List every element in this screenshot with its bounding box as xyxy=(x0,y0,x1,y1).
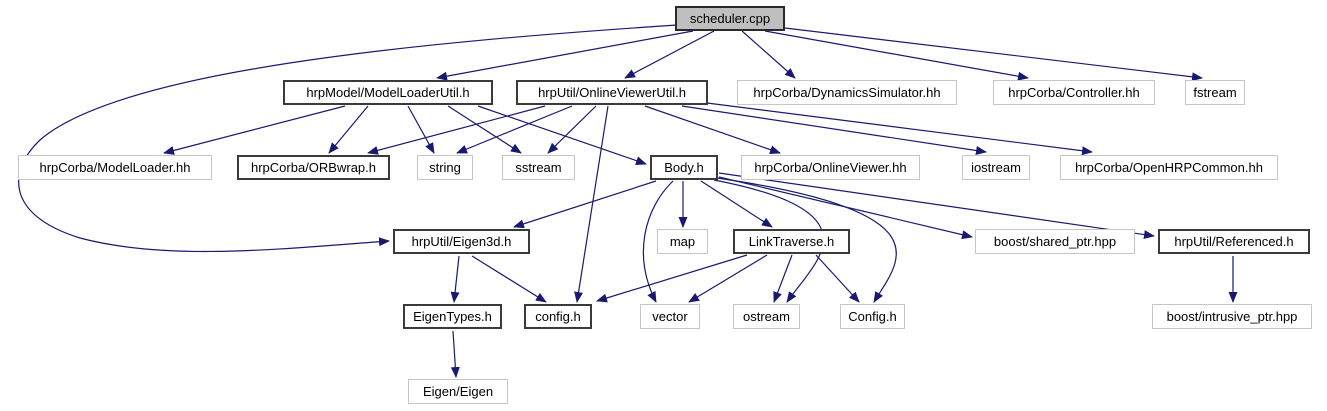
edge-mlu-to-orb xyxy=(328,105,369,154)
graph-node-ohc: hrpCorba/OpenHRPCommon.hh xyxy=(1060,155,1278,180)
graph-node-lt[interactable]: LinkTraverse.h xyxy=(733,229,850,254)
graph-node-mlu[interactable]: hrpModel/ModelLoaderUtil.h xyxy=(283,80,493,105)
graph-node-iostream: iostream xyxy=(962,155,1030,180)
graph-node-dyn: hrpCorba/DynamicsSimulator.hh xyxy=(737,80,957,105)
edge-scheduler-to-eigen3d xyxy=(18,24,678,253)
edge-mlu-to-ml xyxy=(163,105,346,155)
graph-node-fstream: fstream xyxy=(1185,80,1245,105)
graph-node-config[interactable]: config.h xyxy=(524,304,592,329)
edge-lt-to-ostream xyxy=(773,254,793,303)
graph-node-map: map xyxy=(657,229,708,254)
edge-scheduler-to-fstream xyxy=(784,27,1203,82)
graph-node-ostream: ostream xyxy=(733,304,800,329)
edge-group xyxy=(18,24,1238,378)
edge-ovu-to-ohc xyxy=(706,102,1093,156)
edge-lt-to-vector xyxy=(688,254,768,303)
graph-node-cfg: Config.h xyxy=(840,304,905,329)
edge-scheduler-to-mlu xyxy=(436,30,694,81)
graph-node-sp: boost/shared_ptr.hpp xyxy=(975,229,1135,254)
graph-node-scheduler[interactable]: scheduler.cpp xyxy=(675,6,785,31)
edge-ovu-to-string xyxy=(456,105,573,154)
graph-node-vector: vector xyxy=(640,304,700,329)
edge-ovu-to-orb xyxy=(367,105,546,155)
edge-ovu-to-iostream xyxy=(681,105,987,155)
graph-node-ovu[interactable]: hrpUtil/OnlineViewerUtil.h xyxy=(516,80,708,105)
graph-node-orb[interactable]: hrpCorba/ORBwrap.h xyxy=(237,155,390,180)
edge-eigen3d-to-config xyxy=(471,255,547,303)
edge-scheduler-to-dyn xyxy=(741,30,796,79)
edge-body-to-sp xyxy=(718,176,973,240)
edge-lt-to-config xyxy=(596,254,748,303)
edge-mlu-to-string xyxy=(407,105,435,154)
edge-body-to-ref xyxy=(718,172,1155,240)
graph-node-ctrl: hrpCorba/Controller.hh xyxy=(993,80,1155,105)
edge-scheduler-to-ctrl xyxy=(764,30,1029,81)
edge-mlu-to-sstream xyxy=(447,105,522,154)
edge-lt-to-cfg xyxy=(815,254,860,303)
graph-node-ov: hrpCorba/OnlineViewer.hh xyxy=(741,155,920,180)
graph-node-et[interactable]: EigenTypes.h xyxy=(403,304,502,329)
edge-scheduler-to-ovu xyxy=(624,30,715,79)
graph-node-ee: Eigen/Eigen xyxy=(408,379,508,404)
graph-node-eigen3d[interactable]: hrpUtil/Eigen3d.h xyxy=(393,229,530,254)
edge-ovu-to-ov xyxy=(644,105,781,154)
graph-node-string: string xyxy=(417,155,473,180)
edge-ovu-to-sstream xyxy=(547,105,597,154)
graph-node-sstream: sstream xyxy=(502,155,575,180)
graph-node-ref[interactable]: hrpUtil/Referenced.h xyxy=(1158,229,1310,254)
graph-node-ml: hrpCorba/ModelLoader.hh xyxy=(18,155,212,180)
edge-et-to-ee xyxy=(450,330,460,378)
edge-body-to-lt xyxy=(700,180,773,228)
edge-ovu-to-config xyxy=(574,105,609,303)
graph-node-body[interactable]: Body.h xyxy=(650,155,718,180)
graph-node-ip: boost/intrusive_ptr.hpp xyxy=(1152,304,1312,329)
edge-eigen3d-to-et xyxy=(450,255,460,303)
edge-body-to-eigen3d xyxy=(513,180,657,229)
